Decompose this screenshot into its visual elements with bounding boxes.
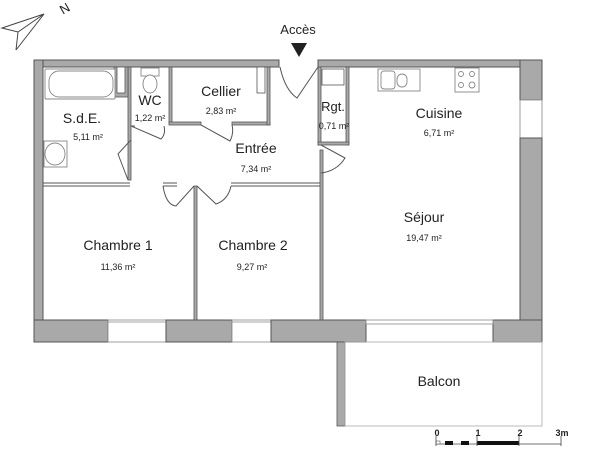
wall-cellier-right <box>266 66 271 126</box>
north-arrow-icon <box>0 13 45 51</box>
wall-rgt-right <box>345 66 350 146</box>
wall-right <box>519 137 543 321</box>
room-area-cuisine: 6,71 m² <box>423 128 455 138</box>
room-area-wc: 1,22 m² <box>134 113 166 123</box>
scale-tick-3: 3m <box>555 428 569 438</box>
room-area-rgt: 0,71 m² <box>318 121 350 131</box>
room-name-cellier: Cellier <box>201 83 241 99</box>
room-name-sde: S.d.E. <box>62 110 102 126</box>
wall-cellier-bottom-1 <box>168 121 202 126</box>
door-wc[interactable] <box>130 125 166 140</box>
wall-right-top <box>519 59 543 101</box>
window-chambre1 <box>107 319 167 343</box>
wall-left <box>33 59 44 343</box>
access-label: Accès <box>280 22 316 37</box>
door-sde[interactable] <box>117 139 132 181</box>
scale-bar <box>435 436 562 446</box>
room-area-sejour: 19,47 m² <box>406 233 442 243</box>
room-name-balcon: Balcon <box>417 373 461 389</box>
balcon-outline <box>344 341 543 427</box>
room-name-chambre1: Chambre 1 <box>83 237 153 253</box>
room-name-chambre2: Chambre 2 <box>218 237 288 253</box>
room-area-entree: 7,34 m² <box>240 164 272 174</box>
scale-tick-0: 0 <box>434 428 440 438</box>
room-area-chambre1: 11,36 m² <box>100 262 136 272</box>
wall-top-left <box>33 59 280 68</box>
wall-chambre1-chambre2 <box>193 185 198 321</box>
door-chambre2[interactable] <box>196 185 232 205</box>
room-area-cellier: 2,83 m² <box>205 106 237 116</box>
door-chambre1[interactable] <box>162 185 195 207</box>
door-rgt[interactable] <box>320 144 346 174</box>
room-name-wc: WC <box>138 92 162 108</box>
door-cellier[interactable] <box>200 124 234 142</box>
cooktop-icon <box>454 67 480 93</box>
wall-top-right <box>317 59 543 68</box>
wall-cellier-bottom-2 <box>231 121 271 126</box>
toilet-icon <box>140 67 160 94</box>
scale-tick-1: 1 <box>475 428 481 438</box>
room-name-sejour: Séjour <box>403 209 445 225</box>
window-chambre2 <box>231 319 272 343</box>
wall-bottom-2 <box>165 319 233 343</box>
wall-rgt-bottom <box>317 141 350 146</box>
window-sejour <box>365 319 494 325</box>
room-area-sde: 5,11 m² <box>73 132 103 142</box>
wall-bottom-3 <box>270 319 367 343</box>
kitchen-sink-icon <box>377 68 421 92</box>
wall-sde-wc <box>127 66 132 181</box>
room-area-chambre2: 9,27 m² <box>236 262 268 272</box>
scale-tick-2: 2 <box>517 428 523 438</box>
room-name-entree: Entrée <box>235 140 277 156</box>
wall-wc-cellier <box>168 66 173 124</box>
entrance-door[interactable] <box>279 66 319 99</box>
wall-bottom-1 <box>33 319 109 343</box>
wall-balcon-left <box>336 341 346 427</box>
access-arrow-icon <box>291 43 307 57</box>
wall-corner-bottom-right <box>492 319 543 343</box>
room-name-cuisine: Cuisine <box>415 105 463 121</box>
room-name-rgt: Rgt. <box>321 99 345 114</box>
wall-chambre2-sejour <box>319 149 324 321</box>
window-cuisine <box>519 99 543 139</box>
